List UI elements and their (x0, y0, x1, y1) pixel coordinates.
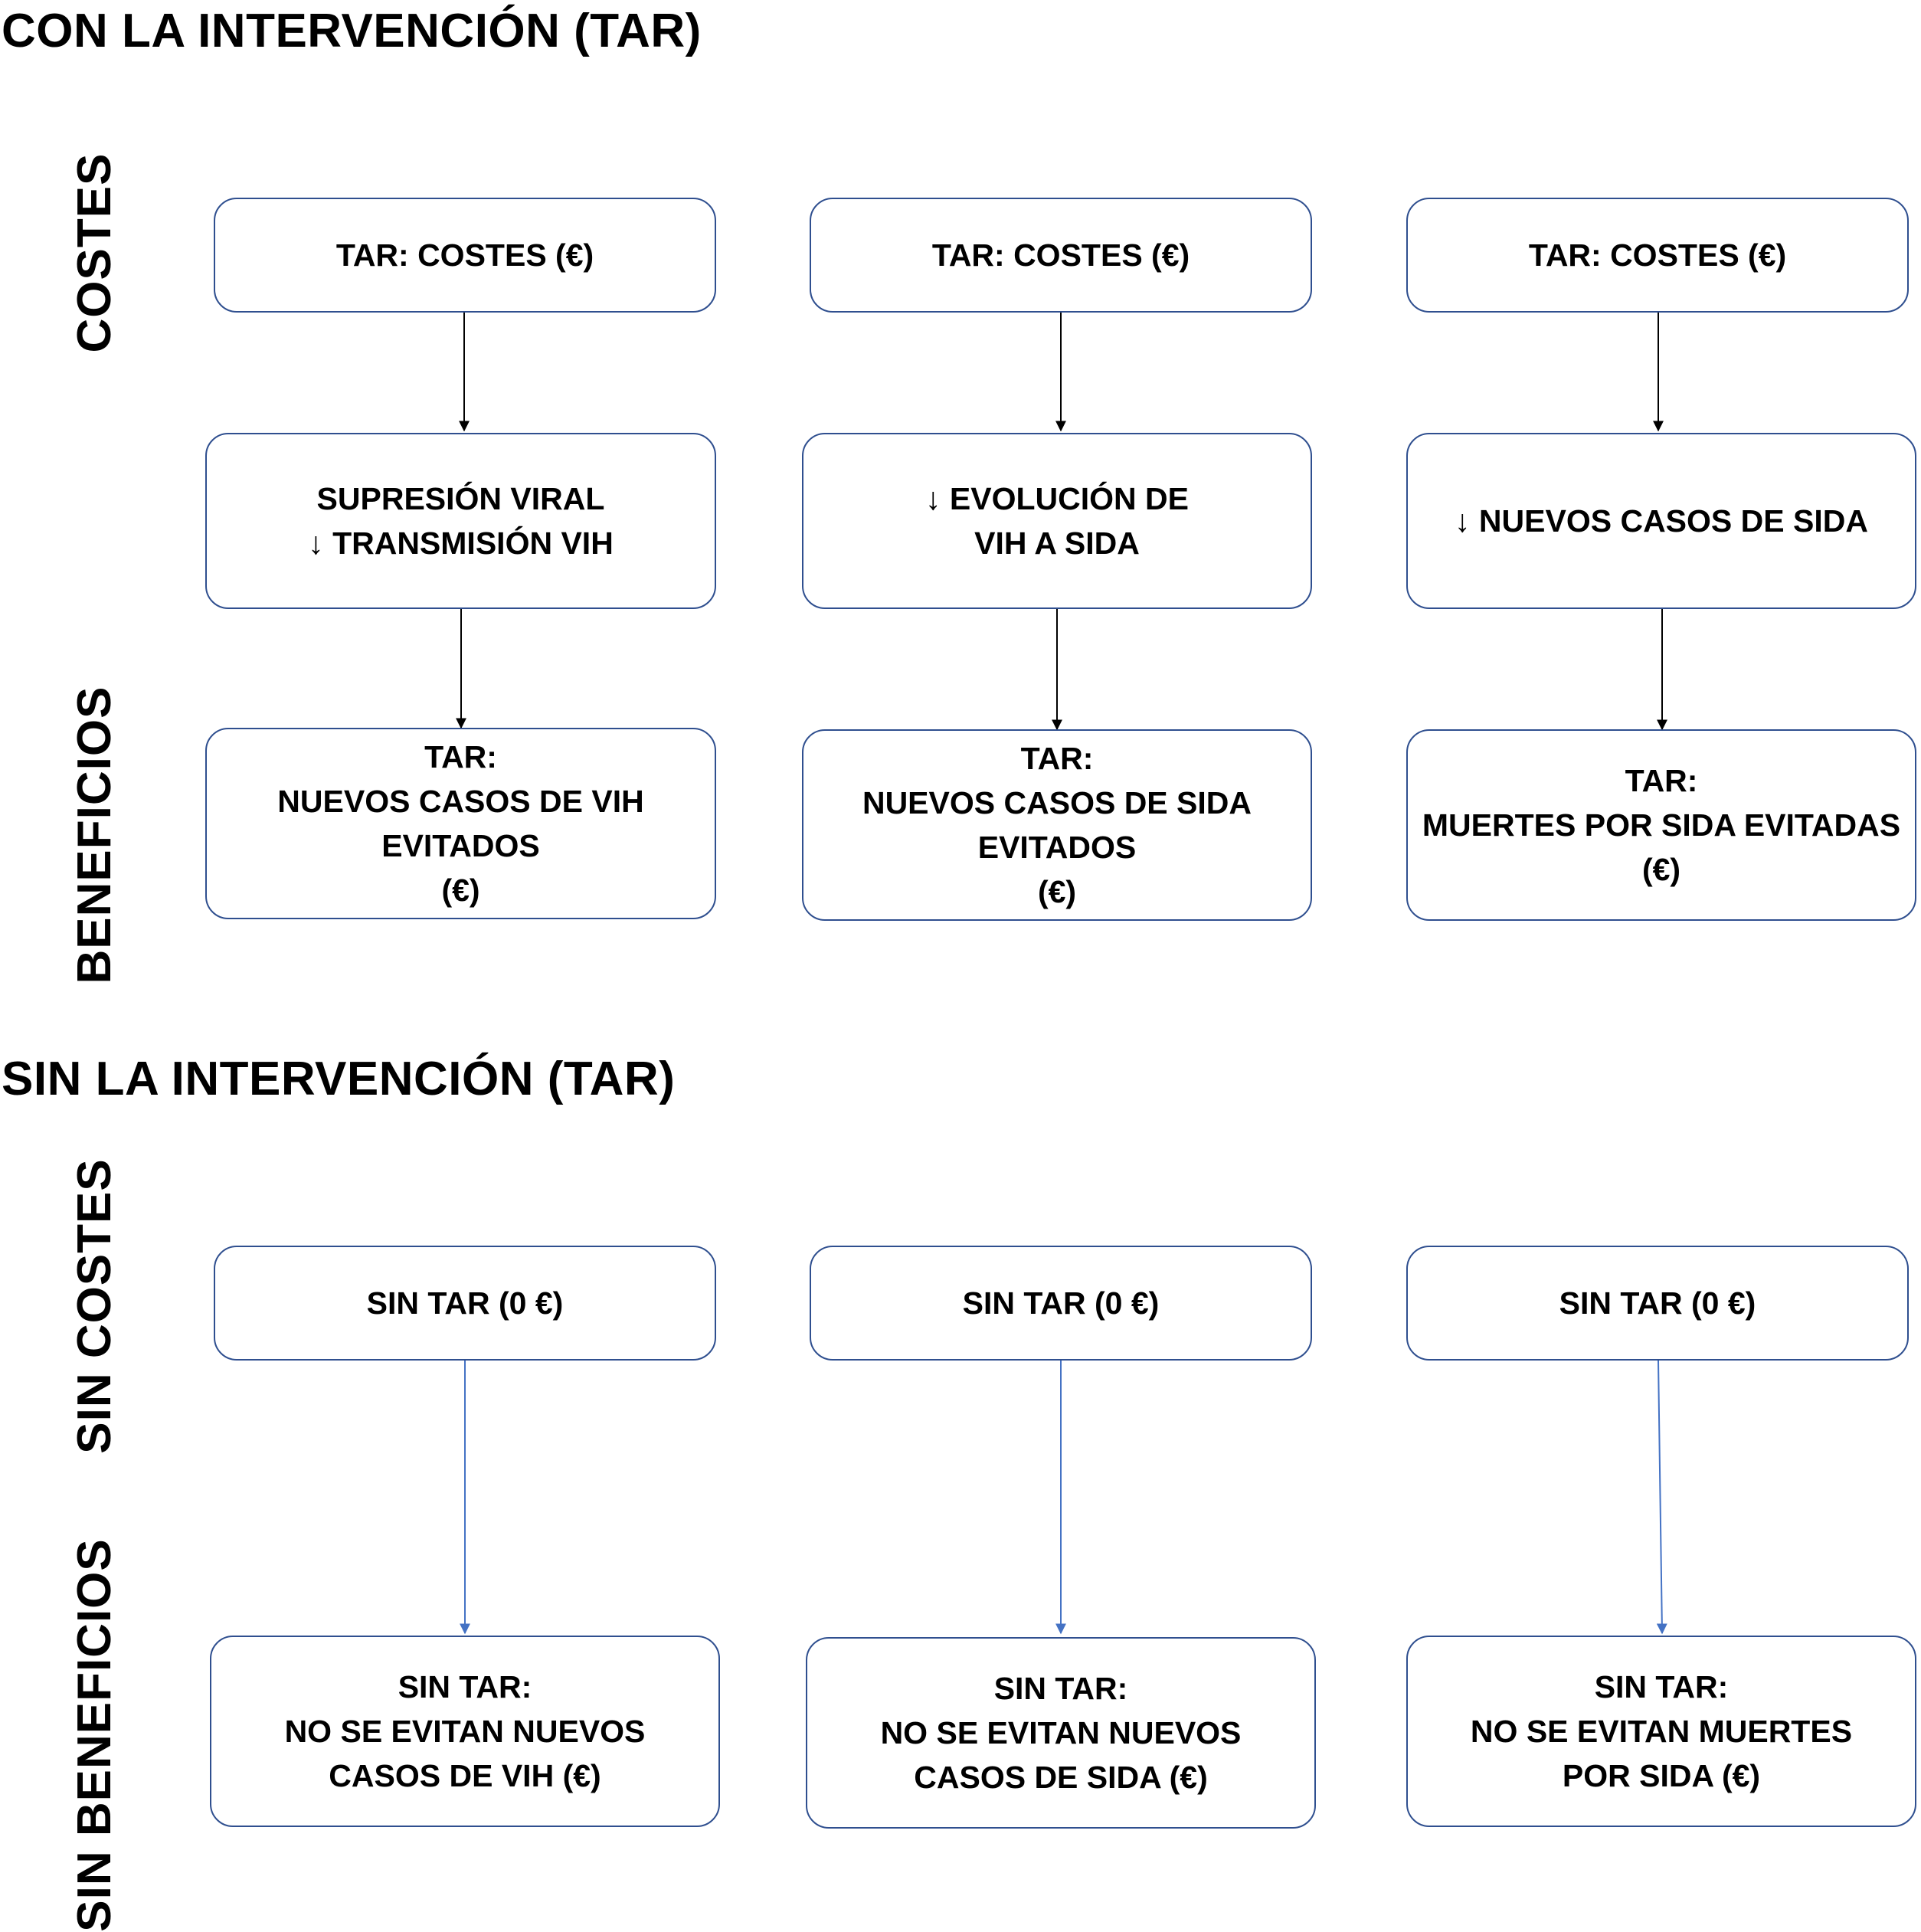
benefit-line: EVITADOS (381, 828, 540, 863)
benefit-line: (€) (1037, 874, 1077, 909)
side-label-sin-costes: SIN COSTES (68, 1158, 121, 1454)
benefit-line: (€) (1641, 852, 1681, 887)
side-label-sin-beneficios: SIN BENEFICIOS (68, 1538, 121, 1932)
sin-benefit-line: NO SE EVITAN NUEVOS (284, 1714, 646, 1749)
sin-benefit-line: NO SE EVITAN MUERTES (1470, 1714, 1853, 1749)
sin-benefit-box-3: SIN TAR: NO SE EVITAN MUERTES POR SIDA (… (1406, 1636, 1916, 1827)
sin-benefit-box-1: SIN TAR: NO SE EVITAN NUEVOS CASOS DE VI… (210, 1636, 720, 1827)
cost-box-3: TAR: COSTES (€) (1406, 198, 1909, 313)
benefit-line: EVITADOS (977, 830, 1137, 865)
sin-cost-box-2: SIN TAR (0 €) (810, 1246, 1312, 1361)
sin-cost-box-1: SIN TAR (0 €) (214, 1246, 716, 1361)
sin-cost-box-label: SIN TAR (0 €) (1559, 1285, 1756, 1321)
sin-benefit-line: NO SE EVITAN NUEVOS (880, 1715, 1242, 1750)
effect-line: ↓ TRANSMISIÓN VIH (308, 526, 614, 561)
benefit-line: TAR: (424, 739, 497, 774)
benefit-line: TAR: (1020, 741, 1094, 776)
benefit-line: MUERTES POR SIDA EVITADAS (1422, 807, 1901, 843)
section-title-without-intervention: SIN LA INTERVENCIÓN (TAR) (2, 1053, 676, 1105)
sin-benefit-line: SIN TAR: (1594, 1669, 1729, 1704)
effect-box-3: ↓ NUEVOS CASOS DE SIDA (1406, 433, 1916, 609)
benefit-line: (€) (441, 873, 480, 908)
sin-benefit-line: SIN TAR: (398, 1669, 532, 1704)
side-label-beneficios: BENEFICIOS (68, 686, 121, 984)
sin-cost-box-label: SIN TAR (0 €) (962, 1285, 1160, 1321)
side-label-costes: COSTES (68, 152, 121, 353)
effect-line: ↓ EVOLUCIÓN DE (925, 481, 1189, 516)
cost-box-label: TAR: COSTES (€) (335, 237, 594, 273)
effect-box-1: SUPRESIÓN VIRAL ↓ TRANSMISIÓN VIH (205, 433, 716, 609)
effect-line: ↓ NUEVOS CASOS DE SIDA (1455, 503, 1868, 539)
effect-line: SUPRESIÓN VIRAL (316, 481, 605, 516)
arrow-sin-cost-to-benefit-3 (1656, 1360, 1667, 1635)
benefit-box-3: TAR: MUERTES POR SIDA EVITADAS (€) (1406, 729, 1916, 921)
benefit-line: NUEVOS CASOS DE SIDA (862, 785, 1252, 820)
sin-benefit-line: SIN TAR: (993, 1671, 1128, 1706)
benefit-box-2: TAR: NUEVOS CASOS DE SIDA EVITADOS (€) (802, 729, 1312, 921)
sin-cost-box-3: SIN TAR (0 €) (1406, 1246, 1909, 1361)
benefit-box-1: TAR: NUEVOS CASOS DE VIH EVITADOS (€) (205, 728, 716, 919)
cost-box-2: TAR: COSTES (€) (810, 198, 1312, 313)
benefit-line: TAR: (1625, 763, 1698, 798)
effect-line: VIH A SIDA (974, 526, 1140, 561)
benefit-line: NUEVOS CASOS DE VIH (277, 784, 644, 819)
sin-cost-box-label: SIN TAR (0 €) (366, 1285, 564, 1321)
sin-benefit-line: CASOS DE VIH (€) (329, 1758, 601, 1793)
sin-benefit-line: CASOS DE SIDA (€) (914, 1760, 1208, 1795)
sin-benefit-line: POR SIDA (€) (1562, 1758, 1761, 1793)
effect-box-2: ↓ EVOLUCIÓN DE VIH A SIDA (802, 433, 1312, 609)
cost-box-label: TAR: COSTES (€) (1528, 237, 1787, 273)
sin-benefit-box-2: SIN TAR: NO SE EVITAN NUEVOS CASOS DE SI… (806, 1637, 1316, 1829)
cost-box-1: TAR: COSTES (€) (214, 198, 716, 313)
section-title-with-intervention: CON LA INTERVENCIÓN (TAR) (2, 5, 702, 57)
cost-box-label: TAR: COSTES (€) (931, 237, 1190, 273)
